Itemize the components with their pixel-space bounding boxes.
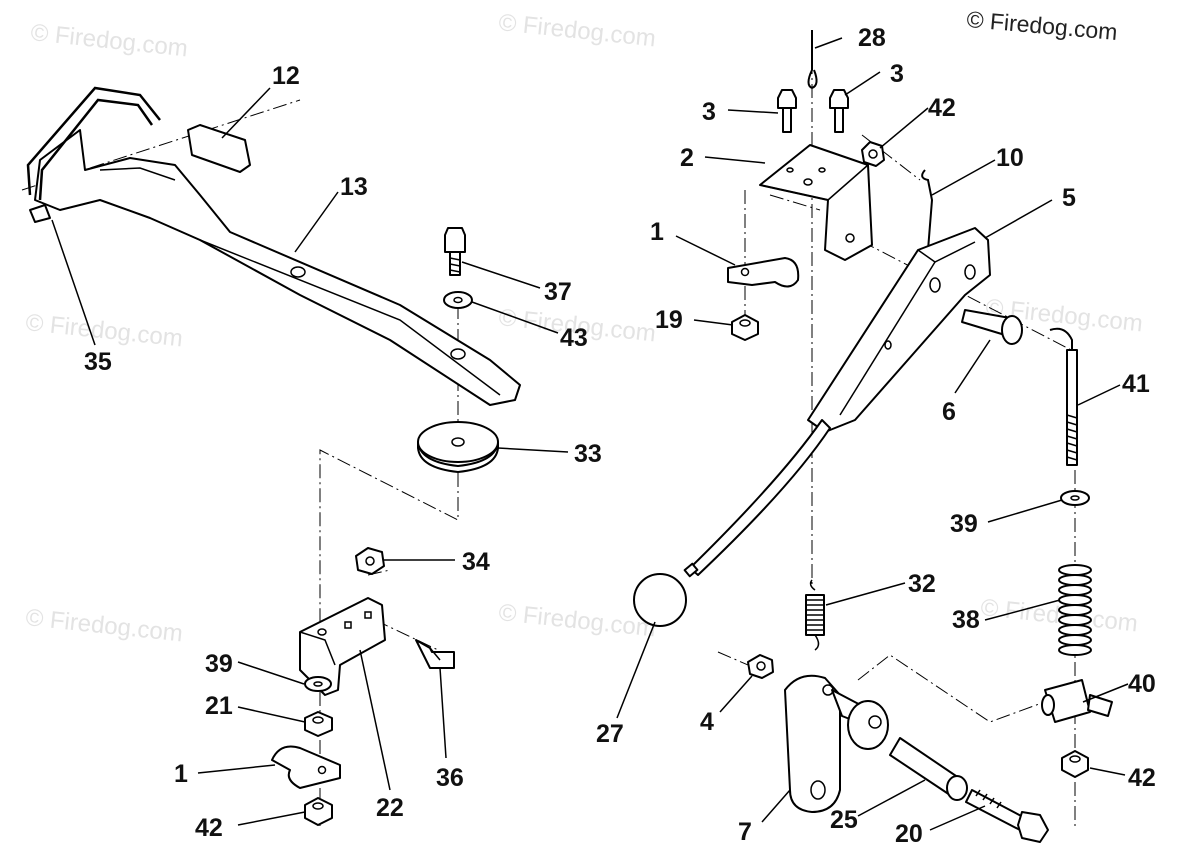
spring-clip: [727, 257, 800, 288]
callout-34: 34: [462, 548, 490, 576]
callout-21: 21: [205, 692, 233, 720]
watermark-text: © Firedog.com: [29, 19, 189, 62]
callout-35: 35: [84, 348, 112, 376]
rod-tip: [683, 562, 699, 578]
cotter-pin: [921, 169, 934, 251]
bolt: [444, 227, 466, 276]
callout-42: 42: [1128, 764, 1156, 792]
callout-33: 33: [574, 440, 602, 468]
callout-28: 28: [858, 24, 886, 52]
callout-1: 1: [174, 760, 188, 788]
handle-grip: [187, 124, 251, 173]
callout-41: 41: [1122, 370, 1150, 398]
callout-27: 27: [596, 720, 624, 748]
lever-bracket: [34, 129, 521, 406]
spacer-tube: [889, 737, 968, 801]
callout-numbers: 28 3 3 42 2 10 5 1 19 6 41 39 32 38 40 4…: [84, 24, 1156, 848]
nut: [304, 797, 333, 826]
callout-3: 3: [702, 98, 716, 126]
callout-2: 2: [680, 144, 694, 172]
assembly-line: [319, 305, 459, 620]
shoulder-bolt: [961, 309, 1023, 345]
bolt: [829, 89, 849, 133]
shift-lever: [807, 227, 991, 433]
callout-7: 7: [738, 818, 752, 846]
extension-spring: [805, 579, 825, 651]
callout-36: 36: [436, 764, 464, 792]
callout-20: 20: [895, 820, 923, 848]
assembly-line: [374, 619, 439, 651]
callout-4: 4: [700, 708, 714, 736]
callout-19: 19: [655, 306, 683, 334]
callout-43: 43: [560, 324, 588, 352]
lever-plate: [784, 674, 889, 813]
callout-42: 42: [195, 814, 223, 842]
shift-rod: [689, 419, 831, 576]
spring-clip: [271, 745, 341, 789]
threaded-rod: [1049, 327, 1078, 466]
watermark-text: © Firedog.com: [497, 9, 657, 52]
callout-6: 6: [942, 398, 956, 426]
callout-37: 37: [544, 278, 572, 306]
callout-25: 25: [830, 806, 858, 834]
large-washer: [417, 421, 499, 473]
watermark-text: © Firedog.com: [24, 604, 184, 647]
callout-40: 40: [1128, 670, 1156, 698]
nut: [731, 314, 759, 341]
callout-12: 12: [272, 62, 300, 90]
callout-39: 39: [950, 510, 978, 538]
callout-38: 38: [952, 606, 980, 634]
callout-39: 39: [205, 650, 233, 678]
bolt: [777, 89, 797, 133]
leader-lines: [51, 37, 1129, 831]
nut: [304, 711, 333, 737]
nut: [1061, 750, 1089, 778]
callout-3: 3: [890, 60, 904, 88]
callout-42: 42: [928, 94, 956, 122]
watermark-text: © Firedog.com: [497, 599, 657, 642]
wire-rod: [26, 86, 161, 223]
bracket: [759, 144, 873, 261]
assembly-line: [857, 654, 1051, 723]
callout-1: 1: [650, 218, 664, 246]
callout-13: 13: [340, 173, 368, 201]
callout-5: 5: [1062, 184, 1076, 212]
knob: [633, 573, 687, 627]
hex-bolt: [965, 789, 1049, 843]
carriage-bolt: [415, 639, 455, 669]
cotter-pin: [807, 30, 818, 90]
callout-10: 10: [996, 144, 1024, 172]
callout-22: 22: [376, 794, 404, 822]
watermark-text: © Firedog.com: [24, 309, 184, 352]
callout-32: 32: [908, 570, 936, 598]
compression-spring: [1058, 564, 1092, 656]
swivel-pin: [1041, 679, 1113, 723]
